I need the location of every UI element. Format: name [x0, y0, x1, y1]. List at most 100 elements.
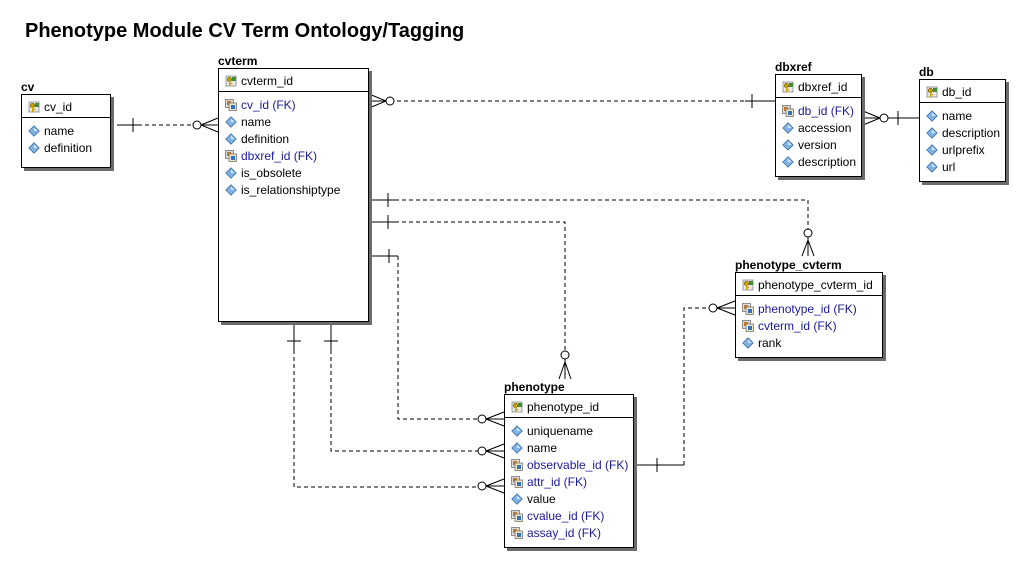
- attribute-label: description: [798, 154, 857, 169]
- foreign-key-attribute: phenotype_id (FK): [742, 300, 876, 317]
- attribute-label: value: [527, 491, 556, 506]
- attribute: description: [926, 124, 1001, 141]
- foreign-key-icon: [511, 526, 527, 539]
- attribute-label: rank: [758, 335, 782, 350]
- primary-key-icon: [782, 81, 798, 93]
- attribute: uniquename: [511, 422, 627, 439]
- entity-box: phenotype_cvterm_id phenotype_id (FK)cvt…: [735, 272, 883, 358]
- diagram-title: Phenotype Module CV Term Ontology/Taggin…: [25, 20, 465, 42]
- attribute-label: accession: [798, 120, 852, 135]
- attribute-icon: [511, 441, 527, 454]
- attribute: version: [782, 136, 855, 153]
- attribute-label: definition: [44, 140, 93, 155]
- attribute-icon: [782, 138, 798, 151]
- attribute-label: assay_id (FK): [527, 525, 602, 540]
- foreign-key-icon: [511, 458, 527, 471]
- primary-key-icon: [28, 101, 44, 113]
- primary-key-label: phenotype_id: [527, 399, 600, 414]
- attribute-label: name: [527, 440, 558, 455]
- attribute-label: name: [942, 108, 973, 123]
- foreign-key-attribute: dbxref_id (FK): [225, 147, 362, 164]
- entity-name: cv: [21, 80, 35, 94]
- foreign-key-attribute: assay_id (FK): [511, 524, 627, 541]
- attribute-icon: [782, 155, 798, 168]
- attribute: is_obsolete: [225, 164, 362, 181]
- attribute-icon: [225, 166, 241, 179]
- attribute-label: cv_id (FK): [241, 97, 296, 112]
- foreign-key-attribute: observable_id (FK): [511, 456, 628, 473]
- attribute-label: uniquename: [527, 423, 594, 438]
- foreign-key-attribute: cv_id (FK): [225, 96, 362, 113]
- attribute-icon: [225, 183, 241, 196]
- foreign-key-icon: [511, 475, 527, 488]
- attribute-list: cv_id (FK) name definition dbxref_id (FK) is…: [219, 92, 368, 202]
- foreign-key-icon: [742, 319, 758, 332]
- primary-key-label: cvterm_id: [241, 73, 294, 88]
- attribute: value: [511, 490, 627, 507]
- primary-key-row: phenotype_id: [505, 395, 633, 418]
- attribute: name: [28, 122, 104, 139]
- attribute-label: is_relationshiptype: [241, 182, 341, 197]
- rel-phenotype-phenotype-cvterm: [634, 300, 736, 472]
- foreign-key-attribute: cvterm_id (FK): [742, 317, 876, 334]
- attribute-label: definition: [241, 131, 290, 146]
- attribute: url: [926, 158, 999, 175]
- entity-name: db: [919, 65, 934, 79]
- attribute-label: name: [241, 114, 272, 129]
- attribute-label: description: [942, 125, 1001, 140]
- attribute-label: dbxref_id (FK): [241, 148, 318, 163]
- attribute-icon: [742, 336, 758, 349]
- attribute-icon: [926, 143, 942, 156]
- attribute-label: db_id (FK): [798, 103, 855, 118]
- entity-name: dbxref: [775, 60, 812, 74]
- primary-key-label: cv_id: [44, 99, 73, 114]
- rel-dbxref-cvterm: [368, 93, 776, 109]
- primary-key-row: db_id: [920, 80, 1005, 103]
- foreign-key-attribute: attr_id (FK): [511, 473, 627, 490]
- attribute-icon: [28, 141, 44, 154]
- rel-cvterm-phenotype-2: [369, 249, 505, 427]
- attribute-label: cvalue_id (FK): [527, 508, 605, 523]
- attribute-list: phenotype_id (FK)cvterm_id (FK) rank: [736, 296, 882, 355]
- attribute-icon: [28, 124, 44, 137]
- attribute-icon: [225, 115, 241, 128]
- entity-box: cvterm_id cv_id (FK) name definition dbxref…: [218, 68, 369, 322]
- foreign-key-icon: [782, 104, 798, 117]
- entity-name: phenotype: [504, 380, 565, 394]
- attribute-icon: [926, 126, 942, 139]
- foreign-key-icon: [225, 98, 241, 111]
- primary-key-label: dbxref_id: [798, 79, 848, 94]
- foreign-key-attribute: db_id (FK): [782, 102, 855, 119]
- attribute-icon: [511, 424, 527, 437]
- attribute: rank: [742, 334, 876, 351]
- entity-db[interactable]: db db_id name description urlprefix url: [919, 66, 1006, 182]
- attribute: urlprefix: [926, 141, 999, 158]
- attribute-icon: [225, 132, 241, 145]
- primary-key-icon: [926, 86, 942, 98]
- attribute: name: [511, 439, 627, 456]
- entity-dbxref[interactable]: dbxref dbxref_id db_id (FK) accession vers…: [775, 61, 862, 177]
- rel-cvterm-phenotype-cvterm: [369, 193, 815, 257]
- attribute-icon: [782, 121, 798, 134]
- entity-phenotype-cvterm[interactable]: phenotype_cvterm phenotype_cvterm_id phe…: [735, 259, 883, 358]
- attribute-label: url: [942, 159, 956, 174]
- attribute-list: name description urlprefix url: [920, 103, 1005, 179]
- primary-key-row: cvterm_id: [219, 69, 368, 92]
- primary-key-row: dbxref_id: [776, 75, 861, 98]
- primary-key-row: phenotype_cvterm_id: [736, 273, 882, 296]
- attribute-icon: [926, 160, 942, 173]
- attribute-label: urlprefix: [942, 142, 985, 157]
- attribute-label: cvterm_id (FK): [758, 318, 837, 333]
- attribute-label: is_obsolete: [241, 165, 302, 180]
- attribute-label: version: [798, 137, 837, 152]
- rel-cv-cvterm: [110, 117, 219, 133]
- foreign-key-icon: [225, 149, 241, 162]
- primary-key-icon: [225, 75, 241, 87]
- attribute-label: attr_id (FK): [527, 474, 588, 489]
